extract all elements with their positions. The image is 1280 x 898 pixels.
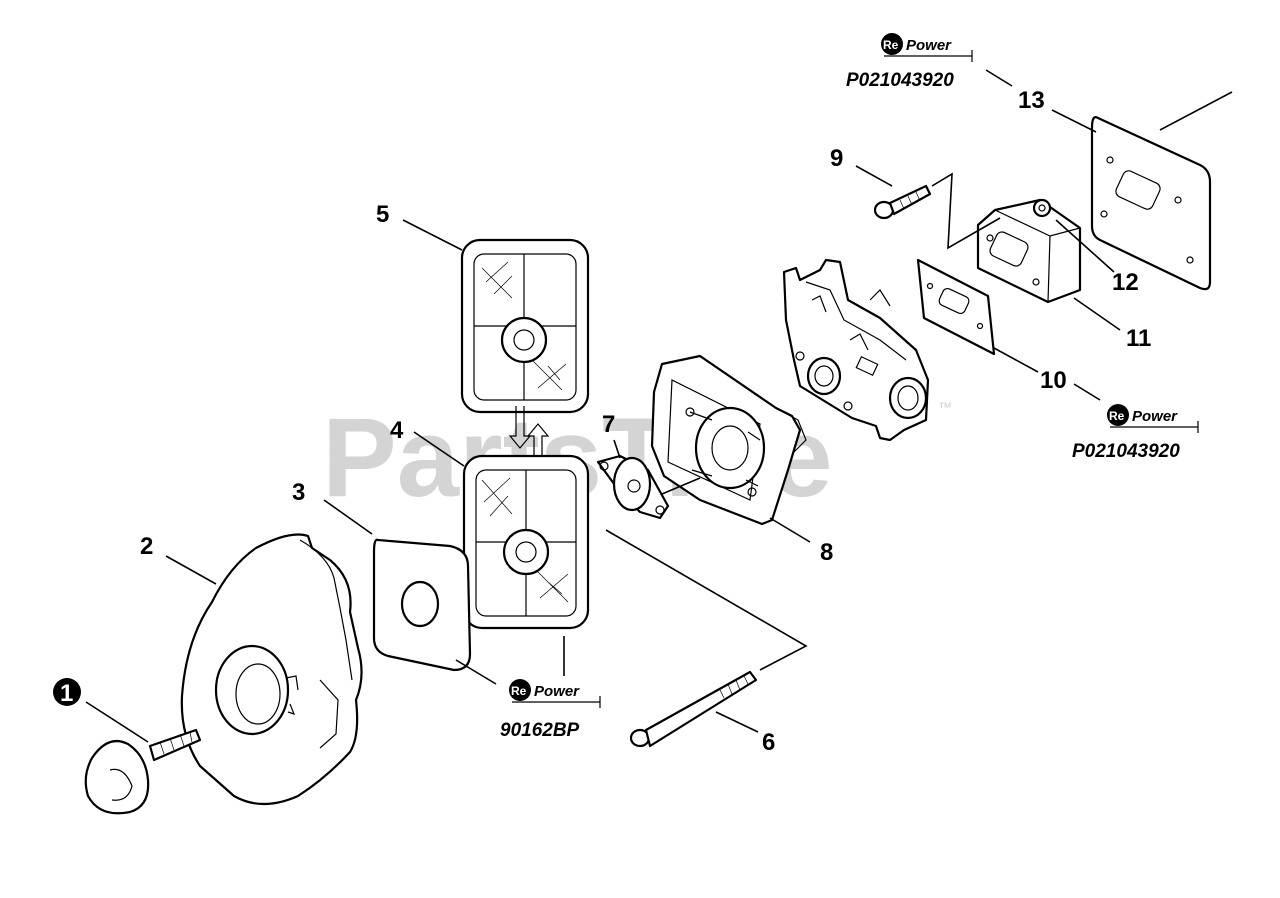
callout-4: 4 [390, 417, 404, 444]
callout-13: 13 [1018, 87, 1045, 114]
part-3-pre-filter [372, 538, 472, 672]
part-7-choke-plate [596, 454, 670, 520]
callout-5: 5 [376, 201, 389, 228]
callout-1: 1 [60, 680, 73, 707]
callout-9: 9 [830, 145, 843, 172]
repower-re: Re [1109, 409, 1125, 423]
repower-badge-top: Re Power P021043920 [846, 33, 973, 91]
part-1-knob [84, 728, 202, 815]
repower-label: Power [1132, 408, 1178, 425]
callout-12: 12 [1112, 269, 1139, 296]
repower-logo-icon [509, 679, 531, 701]
part-10-gasket [916, 258, 996, 356]
callout-8: 8 [820, 539, 833, 566]
callout-7: 7 [602, 411, 615, 438]
repower-part-number: 90162BP [500, 720, 580, 741]
repower-part-number: P021043920 [1072, 441, 1180, 462]
part-13-gasket [1090, 116, 1212, 291]
swap-arrows-icon [508, 406, 550, 466]
trademark: ™ [938, 399, 952, 415]
repower-label: Power [534, 683, 580, 700]
callout-10: 10 [1040, 367, 1067, 394]
repower-badge-right: Re Power P021043920 [1072, 404, 1199, 462]
repower-label: Power [906, 37, 952, 54]
callout-1-badge [53, 678, 81, 706]
repower-part-number: P021043920 [846, 70, 954, 91]
part-9-screw [873, 184, 932, 220]
repower-re: Re [511, 684, 527, 698]
repower-logo-icon [1107, 404, 1129, 426]
part-4-air-filter [462, 454, 590, 630]
repower-re: Re [883, 38, 899, 52]
repower-logo-icon [881, 33, 903, 55]
part-2-air-filter-cover [180, 533, 363, 806]
part-6-screw [629, 670, 758, 748]
callout-2: 2 [140, 533, 153, 560]
part-5-air-filter [460, 238, 590, 414]
callout-3: 3 [292, 479, 305, 506]
callout-6: 6 [762, 729, 775, 756]
repower-badge-bottom: Re Power 90162BP [500, 679, 601, 741]
part-11-insulator [976, 198, 1082, 304]
callout-11: 11 [1126, 325, 1151, 352]
carburetor [782, 258, 930, 442]
part-12-nut [1032, 198, 1052, 218]
